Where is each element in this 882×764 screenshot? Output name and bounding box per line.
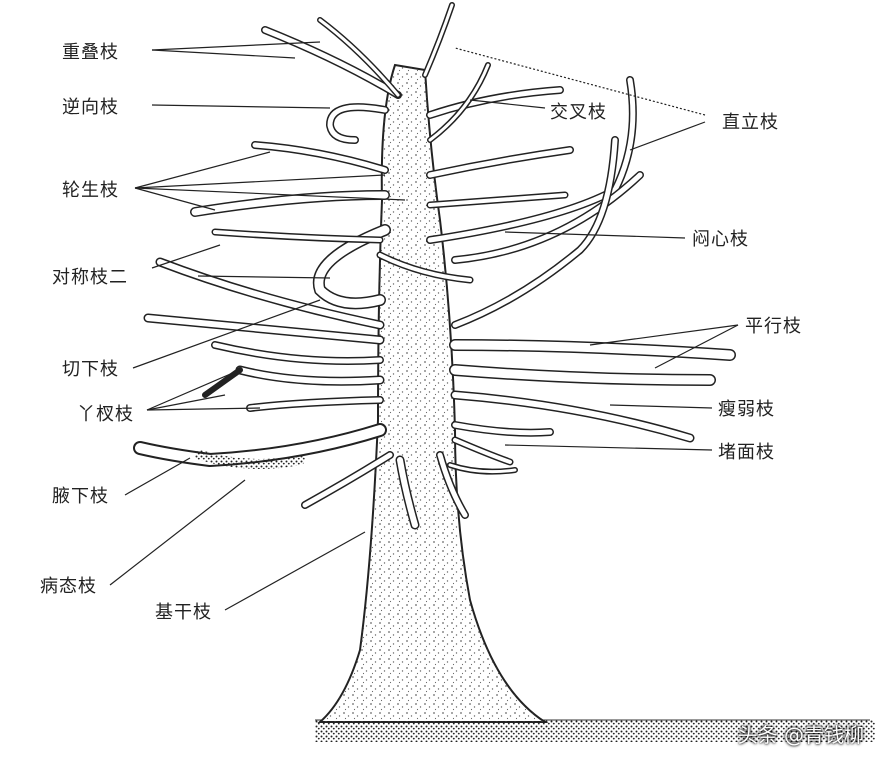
leader-lines xyxy=(109,41,739,611)
label-upright-branch: 直立枝 xyxy=(722,112,779,133)
label-diseased-branch: 病态枝 xyxy=(40,576,97,597)
label-cut-lower-branch: 切下枝 xyxy=(62,359,119,380)
label-symmetric-branch: 对称枝二 xyxy=(52,267,128,288)
label-armpit-branch: 腋下枝 xyxy=(52,486,109,507)
label-base-trunk-branch: 基干枝 xyxy=(155,602,212,623)
label-crossing-branch: 交叉枝 xyxy=(550,102,607,123)
label-whorl-branch: 轮生枝 xyxy=(62,180,119,201)
watermark: 头条 @青钱柳 xyxy=(737,723,864,747)
label-overlapping-branch: 重叠枝 xyxy=(62,42,119,63)
label-inward-branch: 闷心枝 xyxy=(692,229,749,250)
label-blocking-branch: 堵面枝 xyxy=(718,442,775,463)
branches xyxy=(133,2,736,530)
label-weak-branch: 瘦弱枝 xyxy=(718,399,775,420)
label-reverse-branch: 逆向枝 xyxy=(62,97,119,118)
label-parallel-branch: 平行枝 xyxy=(745,316,802,337)
label-forked-branch: 丫杈枝 xyxy=(77,404,134,425)
